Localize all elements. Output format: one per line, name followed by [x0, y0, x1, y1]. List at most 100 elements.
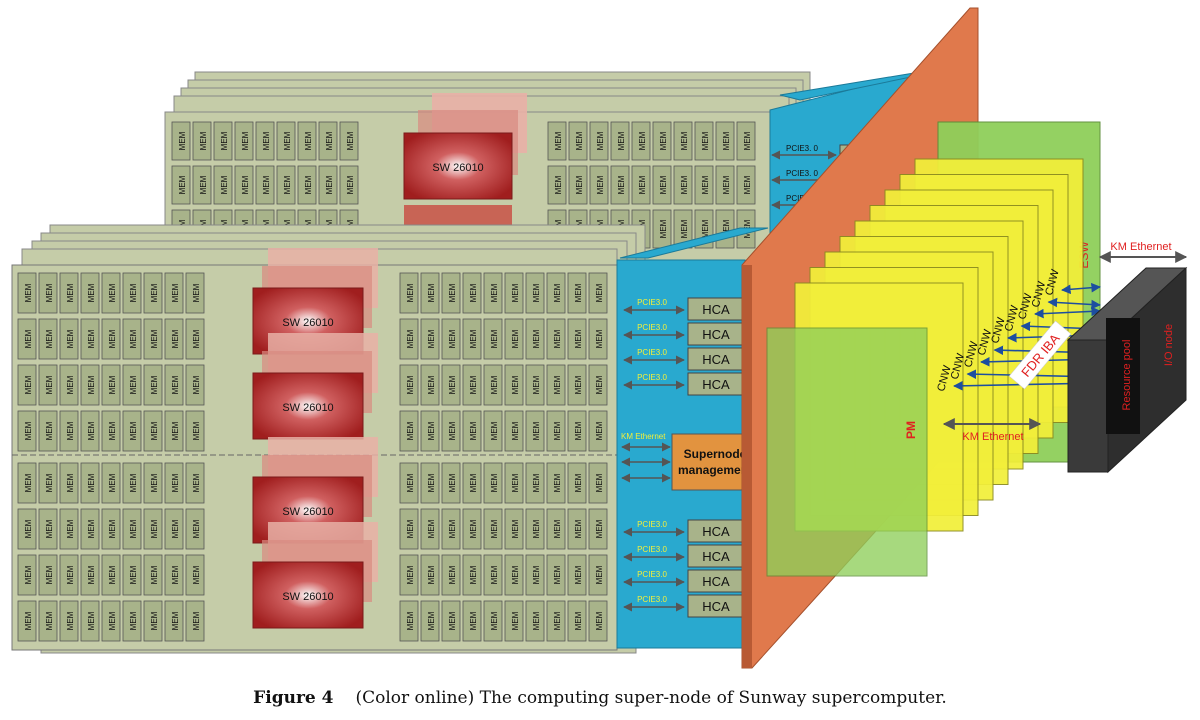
mem-label: MEM	[192, 565, 201, 584]
back-mem-module	[255, 121, 275, 161]
back-mem-module	[715, 121, 735, 161]
mem-module	[483, 272, 503, 314]
mem-label: MEM	[595, 283, 604, 302]
mem-label: MEM	[659, 219, 668, 238]
mem-module	[441, 364, 461, 406]
mem-module	[525, 600, 545, 642]
mem-module	[122, 600, 142, 642]
mem-module	[441, 554, 461, 596]
back-mem-module	[568, 121, 588, 161]
mem-module	[483, 600, 503, 642]
mem-module	[143, 272, 163, 314]
mem-label: MEM	[171, 519, 180, 538]
mem-module	[441, 318, 461, 360]
back-mem-module	[234, 121, 254, 161]
mem-label: MEM	[532, 329, 541, 348]
mem-label: MEM	[659, 175, 668, 194]
mem-label: MEM	[427, 611, 436, 630]
mem-label: MEM	[24, 283, 33, 302]
back-mem-module	[547, 121, 567, 161]
mem-module	[143, 318, 163, 360]
mem-label: MEM	[171, 611, 180, 630]
mem-module	[504, 272, 524, 314]
mem-label: MEM	[595, 329, 604, 348]
mem-module	[38, 554, 58, 596]
mem-label: MEM	[283, 175, 292, 194]
mem-label: MEM	[680, 219, 689, 238]
chip-label: SW 26010	[282, 317, 333, 329]
mem-label: MEM	[45, 329, 54, 348]
mem-module	[17, 508, 37, 550]
mem-module	[122, 410, 142, 452]
mem-label: MEM	[171, 421, 180, 440]
back-mem-module	[547, 165, 567, 205]
mem-label: MEM	[66, 519, 75, 538]
back-mem-module	[297, 165, 317, 205]
mem-module	[588, 554, 608, 596]
mem-label: MEM	[108, 375, 117, 394]
mem-label: MEM	[574, 283, 583, 302]
mem-label: MEM	[448, 519, 457, 538]
back-mem-module	[192, 121, 212, 161]
chip-label: SW 26010	[282, 591, 333, 603]
mem-module	[185, 554, 205, 596]
mem-module	[38, 364, 58, 406]
chip-sw26010	[252, 561, 364, 629]
mem-module	[122, 364, 142, 406]
mem-label: MEM	[596, 175, 605, 194]
hca-label: HCA	[702, 524, 730, 539]
mem-label: MEM	[346, 131, 355, 150]
back-mem-module	[736, 165, 756, 205]
km-ethernet-small-label: KM Ethernet	[621, 432, 666, 441]
mem-module	[462, 410, 482, 452]
mem-module	[101, 554, 121, 596]
mem-label: MEM	[574, 565, 583, 584]
mem-module	[164, 272, 184, 314]
back-mem-module	[213, 165, 233, 205]
mem-label: MEM	[680, 175, 689, 194]
mem-module	[504, 554, 524, 596]
mem-module	[546, 600, 566, 642]
mem-label: MEM	[45, 283, 54, 302]
mem-label: MEM	[554, 131, 563, 150]
back-mem-module	[171, 121, 191, 161]
chip-label: SW 26010	[282, 402, 333, 414]
mem-module	[143, 554, 163, 596]
mem-label: MEM	[448, 329, 457, 348]
figure-caption: Figure 4(Color online) The computing sup…	[0, 688, 1200, 708]
mem-label: MEM	[722, 131, 731, 150]
mem-module	[164, 600, 184, 642]
mem-label: MEM	[108, 329, 117, 348]
mem-module	[525, 364, 545, 406]
mem-module	[504, 508, 524, 550]
pcie-label: PCIE3.0	[637, 348, 667, 357]
mem-label: MEM	[45, 473, 54, 492]
back-mem-module	[213, 121, 233, 161]
mem-label: MEM	[192, 329, 201, 348]
mem-label: MEM	[129, 421, 138, 440]
mem-label: MEM	[129, 565, 138, 584]
mem-label: MEM	[406, 329, 415, 348]
mem-label: MEM	[595, 421, 604, 440]
mem-module	[17, 364, 37, 406]
mem-module	[588, 410, 608, 452]
pcie-label: PCIE3.0	[637, 595, 667, 604]
mem-label: MEM	[595, 611, 604, 630]
mem-label: MEM	[66, 421, 75, 440]
mem-module	[525, 272, 545, 314]
back-pcie-label: PCIE3. 0	[786, 144, 819, 153]
mem-label: MEM	[45, 565, 54, 584]
mem-label: MEM	[406, 611, 415, 630]
mem-label: MEM	[108, 473, 117, 492]
mem-label: MEM	[171, 283, 180, 302]
mem-label: MEM	[469, 565, 478, 584]
mem-label: MEM	[469, 375, 478, 394]
mem-module	[143, 410, 163, 452]
ib-link-arrow	[1047, 297, 1101, 310]
mem-label: MEM	[553, 473, 562, 492]
mem-label: MEM	[24, 473, 33, 492]
mem-module	[164, 410, 184, 452]
mem-module	[483, 462, 503, 504]
mem-label: MEM	[241, 131, 250, 150]
mem-label: MEM	[150, 519, 159, 538]
